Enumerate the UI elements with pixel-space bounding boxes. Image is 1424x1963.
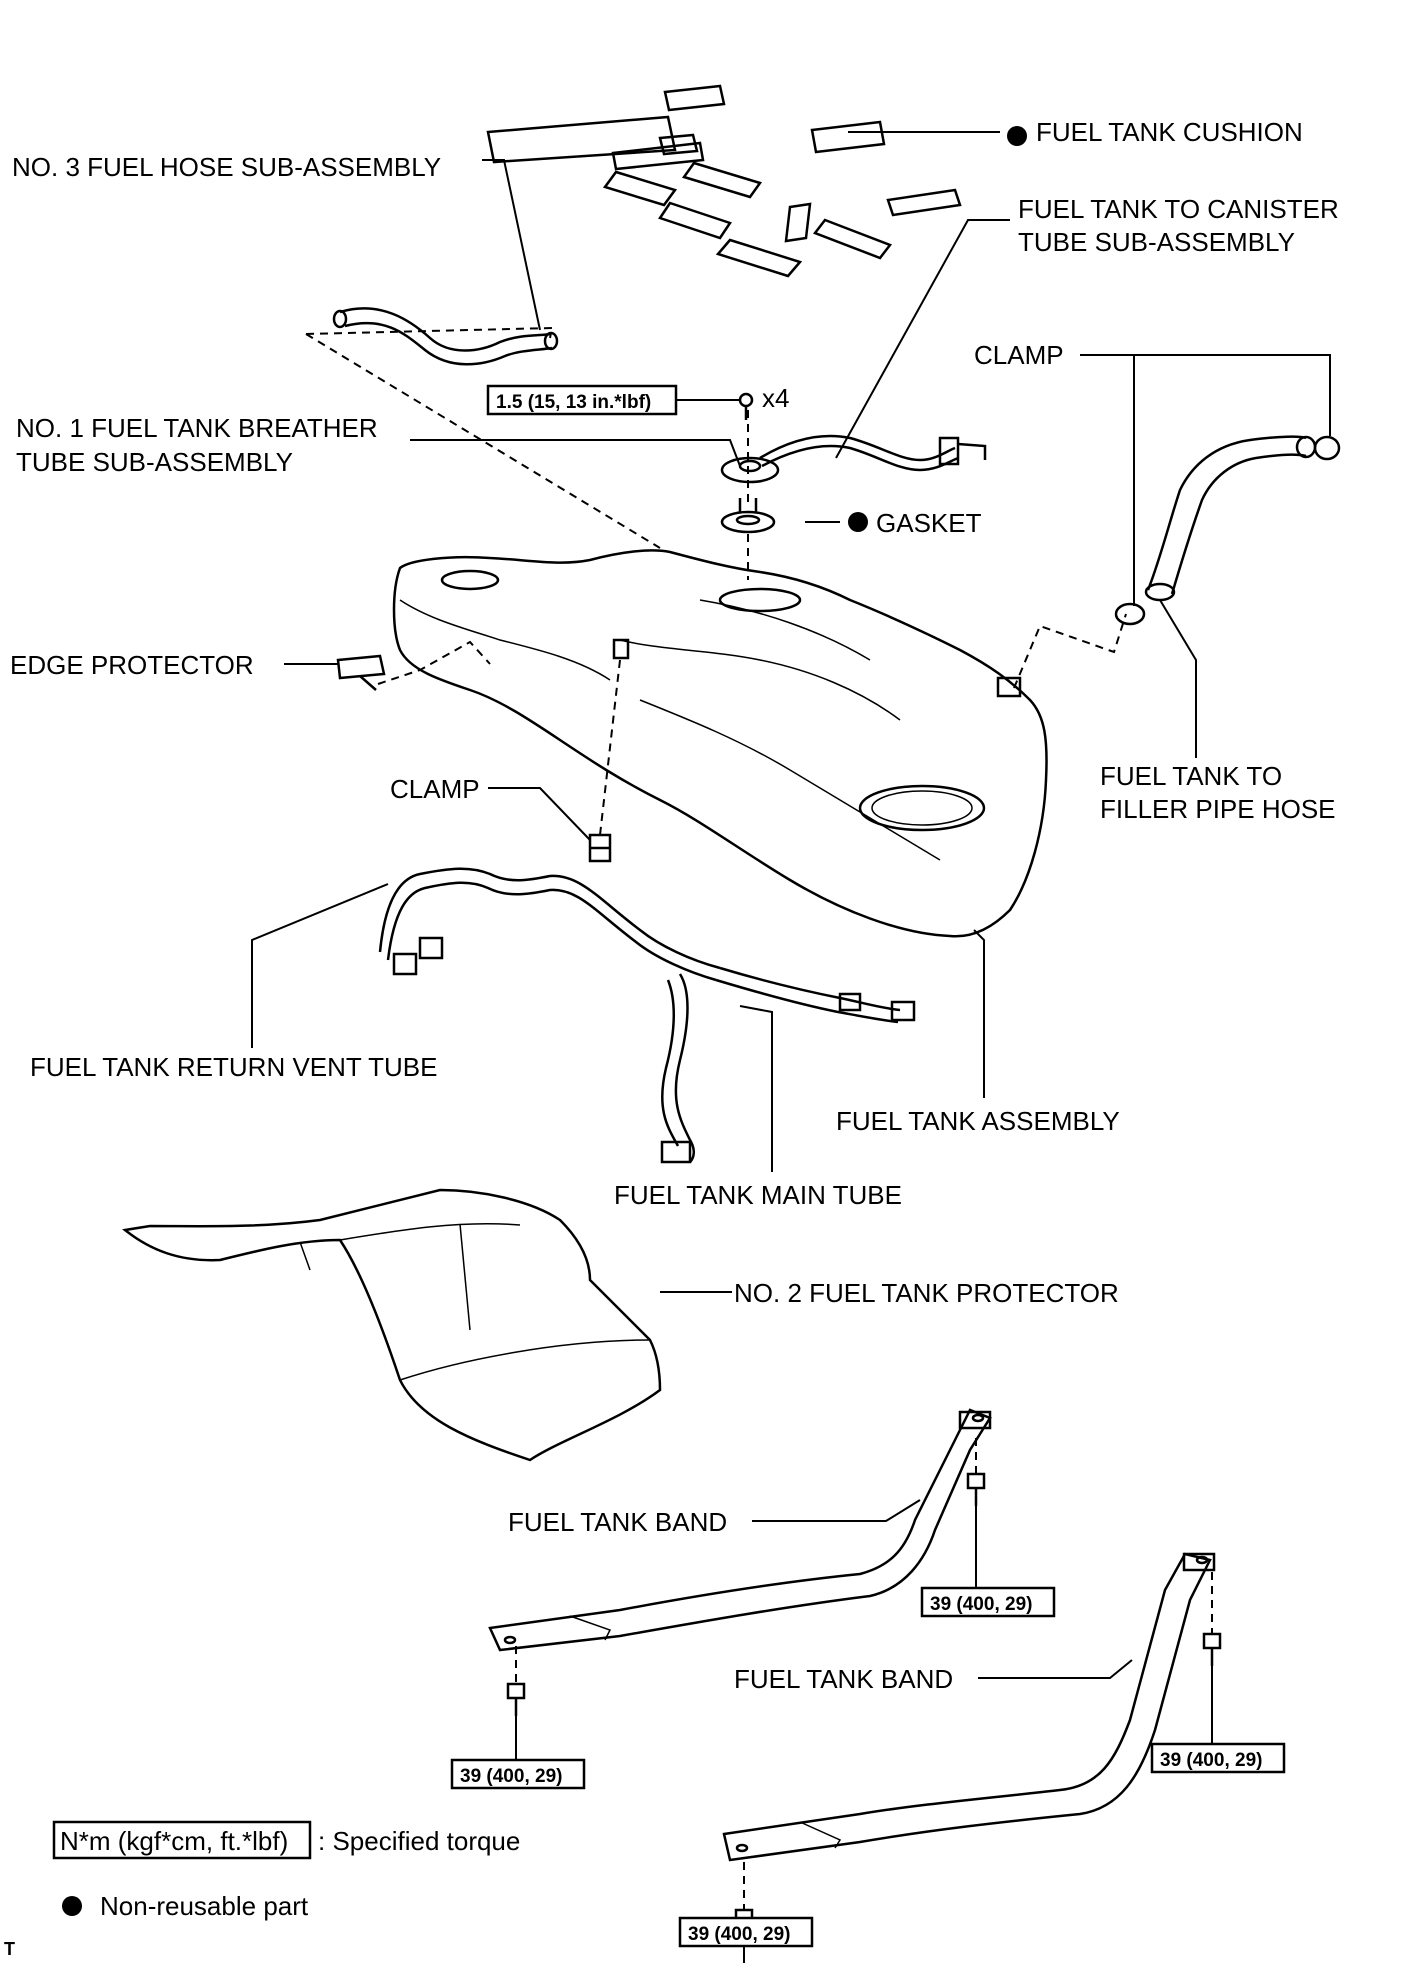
label-return-vent-tube: FUEL TANK RETURN VENT TUBE [30, 1052, 437, 1082]
label-breather-tube-line1: NO. 1 FUEL TANK BREATHER [16, 413, 378, 443]
fuel-tank-band-2 [722, 1552, 1216, 1862]
label-edge-protector: EDGE PROTECTOR [10, 650, 254, 680]
torque-breather-quantity: x4 [762, 383, 789, 413]
fuel-tank-cushions [486, 84, 962, 278]
torque-band1-rear-value: 39 (400, 29) [930, 1594, 1032, 1615]
label-breather-tube-line2: TUBE SUB-ASSEMBLY [16, 447, 293, 477]
fuel-tank-assembly [392, 549, 1048, 938]
label-no3-fuel-hose: NO. 3 FUEL HOSE SUB-ASSEMBLY [12, 152, 441, 182]
legend: N*m (kgf*cm, ft.*lbf) : Specified torque… [52, 1820, 520, 1921]
legend-torque-box-text: N*m (kgf*cm, ft.*lbf) [60, 1826, 288, 1856]
fuel-tank-band-1 [488, 1408, 992, 1652]
no3-fuel-hose [332, 307, 559, 366]
no2-fuel-tank-protector [122, 1188, 662, 1462]
label-fuel-tank-main-tube: FUEL TANK MAIN TUBE [614, 1180, 902, 1210]
legend-torque-text: : Specified torque [318, 1826, 520, 1856]
label-filler-hose-line1: FUEL TANK TO [1100, 761, 1282, 791]
label-filler-hose-line2: FILLER PIPE HOSE [1100, 794, 1336, 824]
label-fuel-tank-assembly: FUEL TANK ASSEMBLY [836, 1106, 1120, 1136]
torque-breather-value: 1.5 (15, 13 in.*lbf) [496, 392, 651, 413]
torque-band2-front-value: 39 (400, 29) [688, 1924, 790, 1945]
bolt-band2-rear [1202, 1632, 1222, 1666]
legend-torque-box [52, 1820, 312, 1860]
nonreusable-marker-gasket [848, 512, 868, 532]
legend-nonreusable-text: Non-reusable part [100, 1891, 309, 1921]
torque-band2-rear-value: 39 (400, 29) [1160, 1750, 1262, 1771]
label-fuel-tank-band-2: FUEL TANK BAND [734, 1664, 953, 1694]
breather-tube-assembly [720, 392, 987, 484]
gasket-part [720, 498, 776, 534]
legend-nonreusable-marker [62, 1896, 82, 1916]
bolt-band1-front [506, 1682, 526, 1716]
label-fuel-tank-cushion: FUEL TANK CUSHION [1036, 117, 1303, 147]
label-canister-tube-line1: FUEL TANK TO CANISTER [1018, 194, 1339, 224]
label-no2-fuel-tank-protector: NO. 2 FUEL TANK PROTECTOR [734, 1278, 1119, 1308]
label-canister-tube-line2: TUBE SUB-ASSEMBLY [1018, 227, 1295, 257]
torque-box-breather: 1.5 (15, 13 in.*lbf) x4 [486, 383, 789, 416]
band-bolts [506, 1472, 1222, 1942]
torque-box-band2-front: 39 (400, 29) [678, 1916, 814, 1948]
nonreusable-marker-cushion [1007, 126, 1027, 146]
label-clamp-middle: CLAMP [390, 774, 480, 804]
leader-lines [251, 131, 1331, 1963]
filler-pipe-hose [1114, 435, 1341, 626]
fuel-tank-tubes [378, 867, 916, 1164]
clamp-part-middle [588, 833, 612, 863]
edge-protector-part [336, 654, 386, 691]
torque-box-band2-rear: 39 (400, 29) [1150, 1742, 1286, 1774]
label-fuel-tank-band-1: FUEL TANK BAND [508, 1507, 727, 1537]
torque-box-band1-front: 39 (400, 29) [450, 1758, 586, 1790]
bolt-band1-rear [966, 1472, 986, 1506]
label-gasket: GASKET [876, 508, 982, 538]
alignment-dashed-lines [305, 326, 1213, 1910]
torque-box-band1-rear: 39 (400, 29) [920, 1586, 1056, 1618]
torque-band1-front-value: 39 (400, 29) [460, 1766, 562, 1787]
corner-mark: T [4, 1939, 15, 1959]
label-clamp-top: CLAMP [974, 340, 1064, 370]
